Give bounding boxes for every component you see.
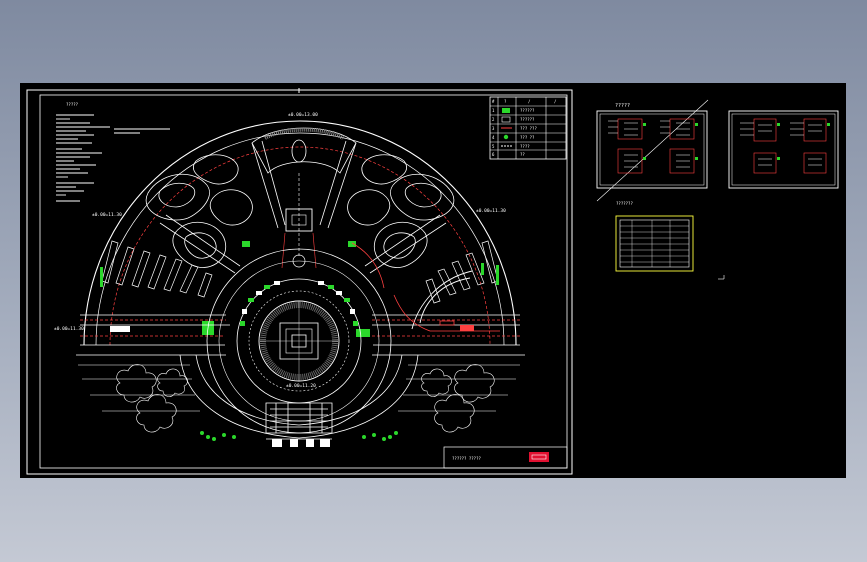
- company-logo: [529, 452, 549, 462]
- elevation-label-right: ±0.00=11.30: [476, 208, 506, 214]
- notes-title: ?????: [66, 102, 79, 107]
- side-sheet-a-title: ?????: [615, 103, 630, 109]
- site-boundary-arc: [83, 120, 517, 346]
- legend-row-no: 1: [492, 108, 495, 113]
- legend-row-text: ??????: [520, 117, 535, 122]
- south-lawns: [78, 364, 520, 433]
- south-entry-blocks: [272, 439, 330, 447]
- main-drawing-sheet[interactable]: ?????: [26, 88, 573, 475]
- legend-symbol-outline: [501, 116, 511, 123]
- legend-row-text: ??? ??: [520, 135, 535, 140]
- inner-frame: [39, 94, 568, 469]
- legend-symbol-green: [502, 108, 510, 113]
- legend-header-symbol: ?: [504, 99, 507, 104]
- legend-row-text: ??? ???: [520, 126, 537, 131]
- central-plaza: [206, 248, 392, 434]
- side-sheet-electrical-a[interactable]: ?????: [596, 99, 709, 202]
- elevation-label-west-road: ±0.00=11.30: [54, 326, 84, 332]
- elevation-label-top: ±0.00=13.00: [288, 112, 318, 118]
- title-block[interactable]: ?????? ?????: [443, 446, 568, 469]
- legend-header-no: #: [492, 99, 495, 104]
- main-road-ew: [76, 314, 525, 356]
- south-planting: [200, 431, 398, 441]
- side-sheet-schedule[interactable]: ???????: [615, 201, 725, 280]
- north-plaza: [251, 127, 357, 269]
- seating-blocks: [240, 281, 358, 326]
- legend-row-text: ??????: [520, 108, 535, 113]
- title-block-text: ?????? ?????: [452, 456, 481, 461]
- elevation-label-left: ±0.00=11.30: [92, 212, 122, 218]
- parking-area-east: [411, 240, 499, 330]
- garden-planting-beds: [145, 154, 455, 268]
- legend-row-no: 2: [492, 117, 495, 122]
- road-label-box: [110, 326, 130, 332]
- legend-row-no: 3: [492, 126, 495, 131]
- legend-row-text: ????: [520, 144, 530, 149]
- legend-row-text: ??: [520, 152, 525, 157]
- elevation-label-bottom: ±0.00=11.20: [286, 383, 316, 389]
- legend-table[interactable]: # ? / / 1 ?????? 2 ?????? 3 ??? ??? 4 ??…: [489, 96, 567, 160]
- legend-row-no: 6: [492, 152, 495, 157]
- legend-row-no: 5: [492, 144, 495, 149]
- ring-road-arc: [109, 146, 491, 346]
- side-sheet-electrical-b[interactable]: [728, 110, 839, 189]
- legend-header-note: /: [554, 99, 557, 104]
- cad-model-viewport[interactable]: ?????: [20, 83, 846, 478]
- sheet-diagonal: [596, 99, 709, 202]
- side-sheet-c-title: ???????: [616, 201, 633, 206]
- legend-row-no: 4: [492, 135, 495, 140]
- legend-symbol-tree: [503, 134, 509, 140]
- south-amphitheater: [179, 354, 419, 440]
- legend-header-name: /: [528, 99, 531, 104]
- design-notes-block: ?????: [56, 102, 170, 202]
- parking-area-west: [101, 240, 213, 298]
- site-plan-drawing[interactable]: ±0.00=13.00 ±0.00=11.30 ±0.00=11.30 ±0.0…: [54, 112, 525, 447]
